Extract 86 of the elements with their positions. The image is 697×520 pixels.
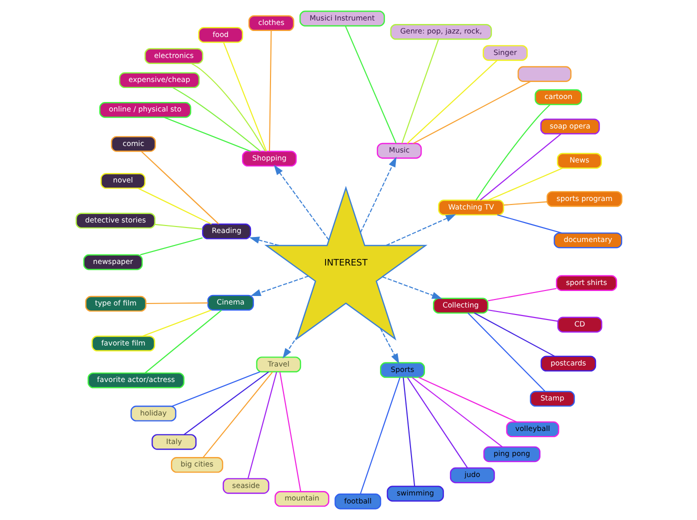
node-box: cartoon	[534, 89, 582, 106]
connector	[411, 377, 502, 448]
node-box: clothes	[248, 15, 294, 32]
connector	[142, 310, 211, 337]
node-box: volleyball	[506, 421, 559, 438]
arrow	[360, 156, 396, 233]
node-box: Shopping	[242, 150, 296, 167]
connector	[137, 188, 212, 225]
node-box: Watching TV	[438, 200, 504, 216]
connector	[474, 312, 554, 357]
node-box: favorite actor/actress	[87, 372, 184, 388]
node-box: big cities	[170, 457, 223, 473]
connector	[202, 372, 272, 458]
connector	[140, 237, 202, 256]
connector	[268, 30, 272, 151]
node-box: football	[334, 494, 381, 510]
connector	[278, 372, 301, 492]
node-box: newspaper	[82, 254, 142, 270]
node-box: Musici Instrument	[298, 10, 384, 26]
connector	[406, 60, 498, 144]
connector	[487, 310, 558, 322]
connector	[418, 376, 516, 422]
connector	[467, 312, 545, 392]
node-box: Music	[376, 142, 422, 159]
node-box: type of film	[84, 296, 146, 312]
connector	[359, 377, 400, 494]
connector	[145, 302, 208, 304]
node-box: Collecting	[432, 298, 488, 314]
connector	[344, 26, 396, 144]
connector	[503, 201, 547, 206]
node-box: mountain	[274, 491, 329, 507]
arrow	[382, 276, 442, 299]
arrow	[273, 164, 329, 240]
node-box: Cinema	[206, 294, 254, 311]
connector	[412, 80, 530, 144]
connector	[183, 372, 268, 436]
node-box: Singer	[482, 45, 528, 61]
node-box: News	[556, 152, 602, 169]
node-box: CD	[556, 316, 602, 333]
node-box: novel	[100, 173, 145, 189]
node-box: food	[198, 27, 243, 43]
node-box: expensive/cheap	[118, 72, 200, 88]
arrow	[386, 214, 456, 246]
node-box	[517, 66, 571, 82]
node-box: Genre: pop, jazz, rock,	[390, 24, 492, 40]
connector	[140, 151, 218, 224]
node-box: Italy	[151, 434, 196, 450]
node-box: soap opera	[540, 118, 600, 134]
node-box: electronics	[144, 48, 203, 64]
connector	[222, 42, 266, 152]
node-box: seaside	[222, 478, 269, 494]
connector	[487, 288, 556, 302]
connector	[172, 87, 260, 152]
connector	[496, 214, 562, 234]
node-box: online / physical sto	[98, 102, 191, 118]
node-box: ping pong	[482, 446, 540, 462]
node-box: comic	[110, 136, 156, 152]
node-box: Travel	[256, 356, 301, 372]
node-box: Reading	[202, 224, 251, 240]
connector	[402, 377, 415, 486]
arrow	[248, 236, 279, 246]
connector	[479, 134, 561, 200]
node-box: holiday	[130, 406, 176, 422]
node-box: documentary	[553, 232, 622, 248]
connector	[171, 371, 260, 407]
arrow	[282, 335, 298, 358]
node-box: judo	[449, 467, 494, 484]
node-box: Stamp	[529, 390, 574, 407]
node-box: swimming	[386, 486, 444, 502]
connector	[190, 62, 266, 152]
arrow	[379, 328, 399, 364]
connector	[163, 116, 250, 152]
node-box: favorite film	[91, 336, 155, 352]
node-box: sport shirts	[555, 275, 617, 291]
connector	[487, 168, 562, 201]
connector	[406, 377, 468, 468]
node-box: sports program	[546, 191, 622, 207]
node-box: Sports	[380, 362, 424, 378]
connector	[144, 310, 222, 374]
node-box: postcards	[540, 356, 596, 372]
connector	[400, 39, 438, 144]
connector	[475, 104, 550, 200]
node-box: detective stories	[75, 212, 155, 229]
connector	[247, 372, 277, 479]
connector	[154, 224, 202, 230]
arrow	[250, 276, 308, 296]
